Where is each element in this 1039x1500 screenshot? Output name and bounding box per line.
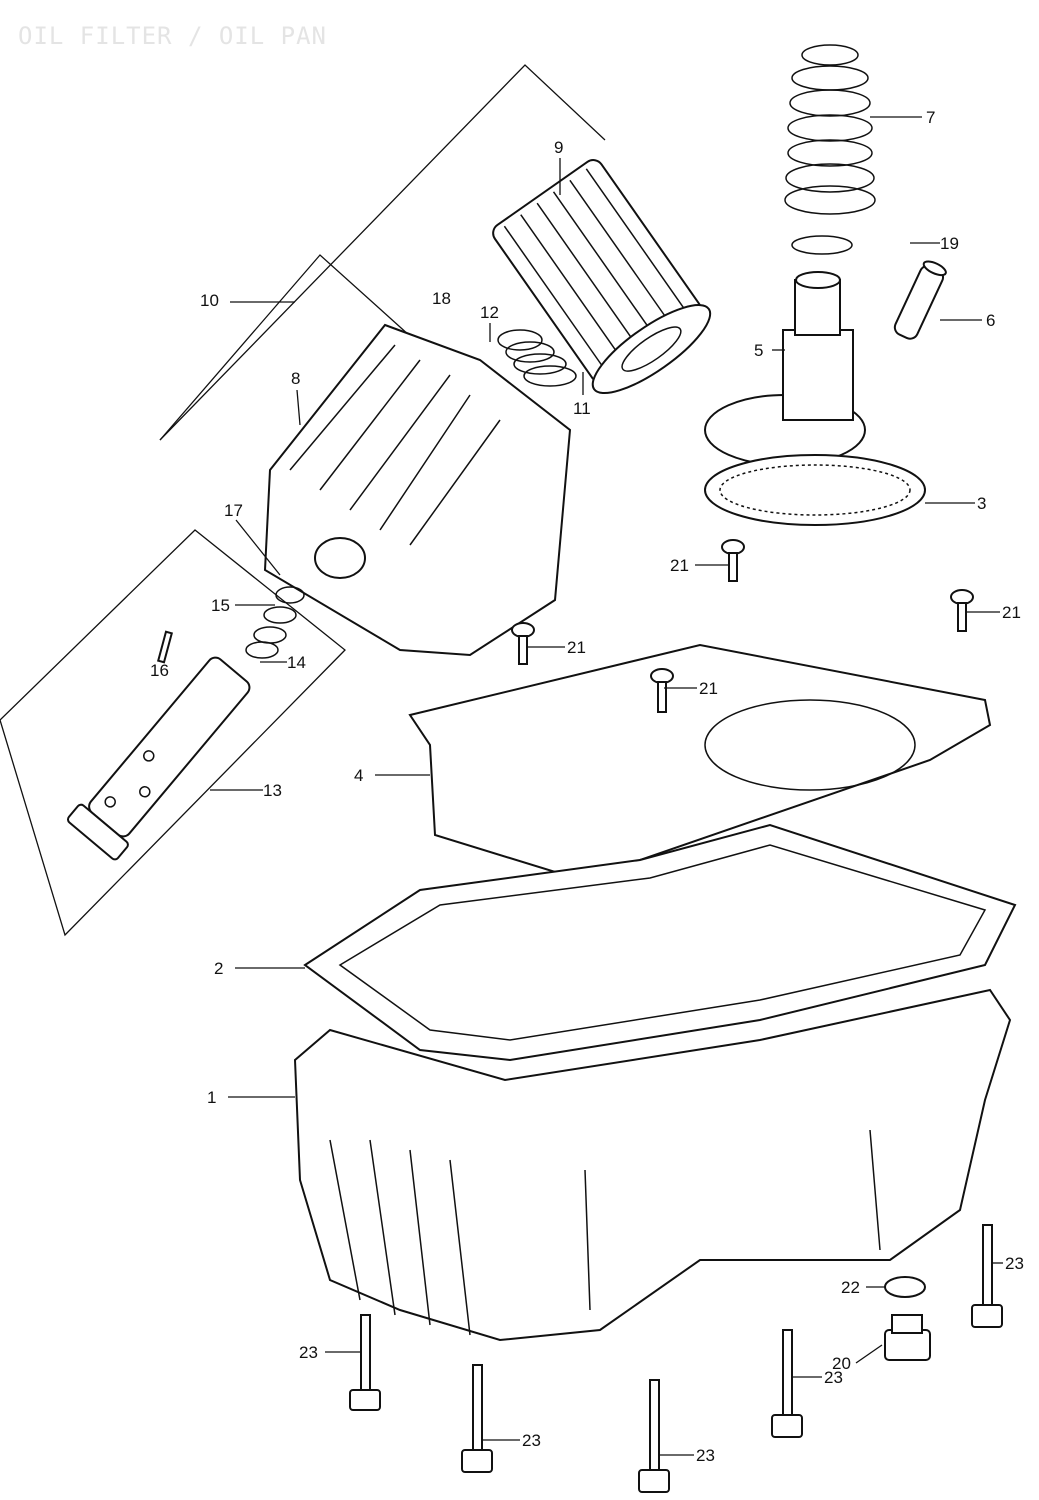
callout-19: 19 xyxy=(940,234,959,253)
callout-11: 11 xyxy=(573,399,591,418)
screw-21-parts xyxy=(511,539,974,713)
diagram-title: OIL FILTER / OIL PAN xyxy=(18,22,327,50)
leader-lines xyxy=(210,116,1003,1456)
callout-23: 23 xyxy=(522,1431,541,1450)
spring-part xyxy=(784,44,876,215)
drain-plug-part xyxy=(884,1314,931,1361)
bypass-spring-part xyxy=(245,586,305,659)
callout-21: 21 xyxy=(567,638,586,657)
callout-1: 1 xyxy=(207,1088,216,1107)
callout-22: 22 xyxy=(841,1278,860,1297)
callout-9: 9 xyxy=(554,138,563,157)
filter-case-part xyxy=(263,323,572,657)
bypass-group-box xyxy=(0,529,346,937)
callout-12: 12 xyxy=(480,303,499,322)
callout-18: 18 xyxy=(432,289,451,308)
callout-14: 14 xyxy=(287,653,306,672)
strainer-body-part xyxy=(704,271,866,466)
oil-pan-part xyxy=(293,988,1012,1342)
filter-assembly-box xyxy=(159,64,606,441)
callout-5: 5 xyxy=(754,341,763,360)
callout-10: 10 xyxy=(200,291,219,310)
callout-21: 21 xyxy=(699,679,718,698)
washer-part xyxy=(884,1276,926,1298)
callout-17: 17 xyxy=(224,501,243,520)
o-ring-part xyxy=(791,235,853,255)
callout-8: 8 xyxy=(291,369,300,388)
callout-15: 15 xyxy=(211,596,230,615)
callout-7: 7 xyxy=(926,108,935,127)
callout-23: 23 xyxy=(696,1446,715,1465)
callout-3: 3 xyxy=(977,494,986,513)
oil-screen-part xyxy=(704,454,926,526)
callout-23: 23 xyxy=(1005,1254,1024,1273)
callout-16: 16 xyxy=(150,661,169,680)
callout-21: 21 xyxy=(1002,603,1021,622)
callout-23: 23 xyxy=(299,1343,318,1362)
pin-part xyxy=(156,630,174,664)
callout-6: 6 xyxy=(986,311,995,330)
center-bolt-part xyxy=(66,656,251,861)
filter-group-box xyxy=(159,254,421,441)
pipe-part xyxy=(893,260,947,340)
callout-13: 13 xyxy=(263,781,282,800)
callout-23: 23 xyxy=(824,1368,843,1387)
callout-20: 20 xyxy=(832,1354,851,1373)
bolt-23-parts xyxy=(349,1224,1003,1493)
baffle-plate-part xyxy=(408,643,992,897)
callout-21: 21 xyxy=(670,556,689,575)
callout-4: 4 xyxy=(354,766,363,785)
filter-element-part xyxy=(492,159,712,395)
filter-spring-part xyxy=(497,329,577,387)
gasket-part xyxy=(303,823,1017,1062)
callout-2: 2 xyxy=(214,959,223,978)
